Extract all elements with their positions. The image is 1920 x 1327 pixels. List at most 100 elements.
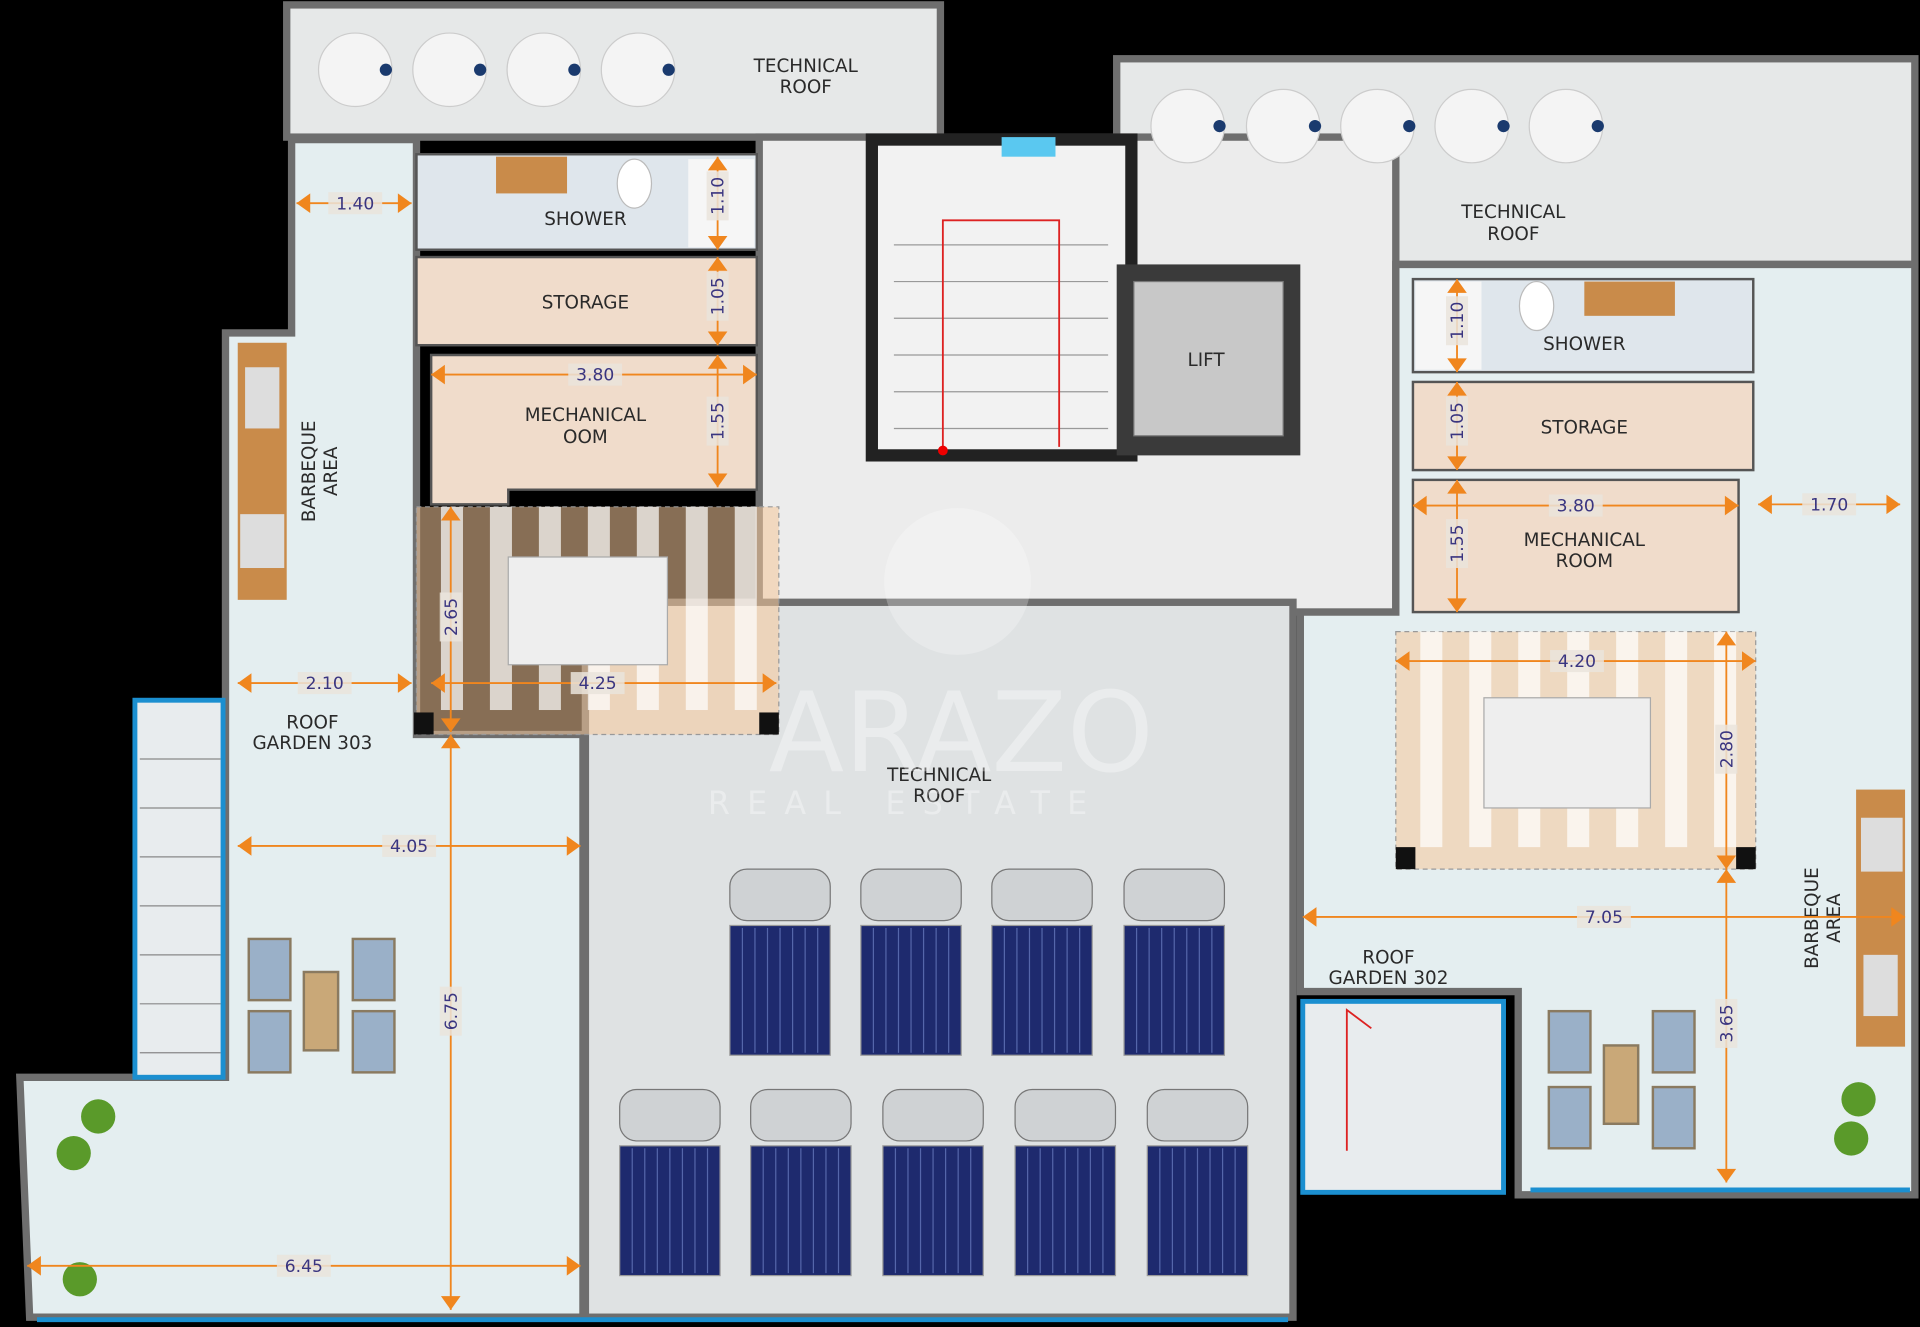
plants xyxy=(56,1082,1876,1297)
dimension-label: 1.10 xyxy=(709,177,729,215)
solar-tank xyxy=(750,1088,852,1142)
dimension-arrow xyxy=(431,673,445,693)
dimension-label: 2.80 xyxy=(1717,730,1737,768)
dimension-arrow xyxy=(707,236,728,250)
dimension-label: 3.80 xyxy=(1557,497,1595,517)
solar-tank xyxy=(882,1088,984,1142)
dimension-arrow xyxy=(397,193,412,214)
dimension-arrow xyxy=(1447,358,1467,373)
dimension-arrow xyxy=(1724,495,1739,516)
dimension-label: 1.05 xyxy=(709,277,729,315)
storage-right-label: STORAGE xyxy=(1541,417,1628,438)
dimension-arrow xyxy=(440,718,461,733)
dimension-arrow xyxy=(1395,651,1410,671)
lift-label: LIFT xyxy=(1188,350,1226,371)
dimension-arrow xyxy=(1447,279,1467,293)
dimension-arrow xyxy=(440,1296,461,1310)
mechanical-left-label-2: OOM xyxy=(563,427,608,448)
dimension-arrow xyxy=(1447,479,1467,494)
technical-roof-center-label-1: TECHNICAL xyxy=(886,765,992,786)
dimension-arrow xyxy=(1716,869,1737,883)
stairs-left xyxy=(132,697,226,1080)
dimension-arrow xyxy=(1716,855,1737,870)
solar-tank xyxy=(729,868,831,922)
dimension-label: 2.10 xyxy=(306,674,344,694)
dimension-arrow xyxy=(440,506,461,521)
dimension-arrow xyxy=(1741,651,1756,671)
barbeque-left-label-1: BARBEQUE xyxy=(299,421,320,523)
shower-right-label: SHOWER xyxy=(1543,334,1626,355)
dimension-label: 7.05 xyxy=(1585,908,1623,928)
technical-roof-top-left-label-2: ROOF xyxy=(780,77,832,98)
dimension-label: 4.20 xyxy=(1558,652,1596,672)
solar-tank xyxy=(1146,1088,1249,1142)
dimension-arrow xyxy=(1302,907,1317,927)
shower-left-label: SHOWER xyxy=(544,209,627,230)
dimension-arrow xyxy=(1447,456,1467,471)
dimension-arrow xyxy=(1716,1168,1737,1183)
dimension-arrow xyxy=(566,1255,581,1276)
technical-roof-top-right-label-1: TECHNICAL xyxy=(1460,202,1566,223)
dimension-arrow xyxy=(762,673,777,693)
main-stairs xyxy=(865,133,1138,462)
dimension-arrow xyxy=(707,257,728,271)
storage-left xyxy=(415,255,759,347)
dimension-label: 3.80 xyxy=(576,366,614,386)
dimension-arrow xyxy=(1412,495,1427,516)
dimension-arrow xyxy=(707,473,728,488)
solar-tank xyxy=(991,868,1093,922)
solar-panels xyxy=(619,868,1249,1277)
dimension-arrow xyxy=(1447,598,1467,613)
watermark-brand: ARAZO xyxy=(769,669,1154,797)
watermark-tagline: REAL ESTATE xyxy=(708,784,1104,822)
dimension-arrow xyxy=(1716,631,1737,646)
roof-garden-303-label-1: ROOF xyxy=(286,712,338,733)
dimension-arrow xyxy=(27,1255,41,1276)
dimension-arrow xyxy=(1891,907,1906,927)
dimension-label: 6.45 xyxy=(285,1257,323,1277)
solar-tank xyxy=(619,1088,721,1142)
stairs-right xyxy=(1300,998,1506,1195)
dimension-arrow xyxy=(566,836,581,856)
dimension-arrow xyxy=(707,156,728,171)
roof-garden-303-label-2: GARDEN 303 xyxy=(252,733,372,754)
water-tanks-left xyxy=(317,32,676,108)
technical-roof-top-left-label-1: TECHNICAL xyxy=(753,56,859,77)
solar-tank xyxy=(1014,1088,1117,1142)
dimension-label: 4.25 xyxy=(579,674,617,694)
dimension-label: 3.65 xyxy=(1717,1004,1737,1042)
dimension-label: 1.05 xyxy=(1448,402,1468,440)
dimension-label: 1.10 xyxy=(1448,302,1468,340)
dimension-arrow xyxy=(431,364,445,385)
seating-left xyxy=(247,937,396,1074)
dimension-arrow xyxy=(440,734,461,749)
mechanical-right-label-1: MECHANICAL xyxy=(1524,530,1646,551)
technical-roof-center-label-2: ROOF xyxy=(913,786,965,807)
dimension-label: 1.55 xyxy=(709,402,729,440)
dimension-label: 1.70 xyxy=(1810,495,1848,515)
technical-roof-top-right-label-2: ROOF xyxy=(1487,224,1539,245)
dimension-label: 2.65 xyxy=(442,598,462,636)
watermark: ARAZO REAL ESTATE xyxy=(708,508,1154,822)
dimension-arrow xyxy=(1758,494,1772,515)
dimension-arrow xyxy=(1886,494,1901,515)
mechanical-left-label-1: MECHANICAL xyxy=(525,405,647,426)
solar-tank xyxy=(1123,868,1226,922)
dimension-label: 4.05 xyxy=(390,837,428,857)
dimension-arrow xyxy=(1447,381,1467,396)
dimension-arrow xyxy=(237,836,252,856)
barbeque-right-label-2: AREA xyxy=(1824,893,1845,943)
roof-garden-302-label-2: GARDEN 302 xyxy=(1329,968,1449,989)
dimension-arrow xyxy=(397,673,412,693)
roof-garden-302-label-1: ROOF xyxy=(1362,947,1414,968)
mechanical-room-left xyxy=(429,353,759,506)
water-tanks-right xyxy=(1150,88,1604,164)
dimension-label: 1.55 xyxy=(1448,524,1468,562)
dimension-arrow xyxy=(743,364,757,385)
dimension-label: 1.40 xyxy=(336,194,374,214)
pergola-left xyxy=(414,506,780,736)
mechanical-right-label-2: ROOM xyxy=(1556,551,1613,572)
barbeque-left-label-2: AREA xyxy=(321,446,342,496)
dimension-arrow xyxy=(707,355,728,369)
